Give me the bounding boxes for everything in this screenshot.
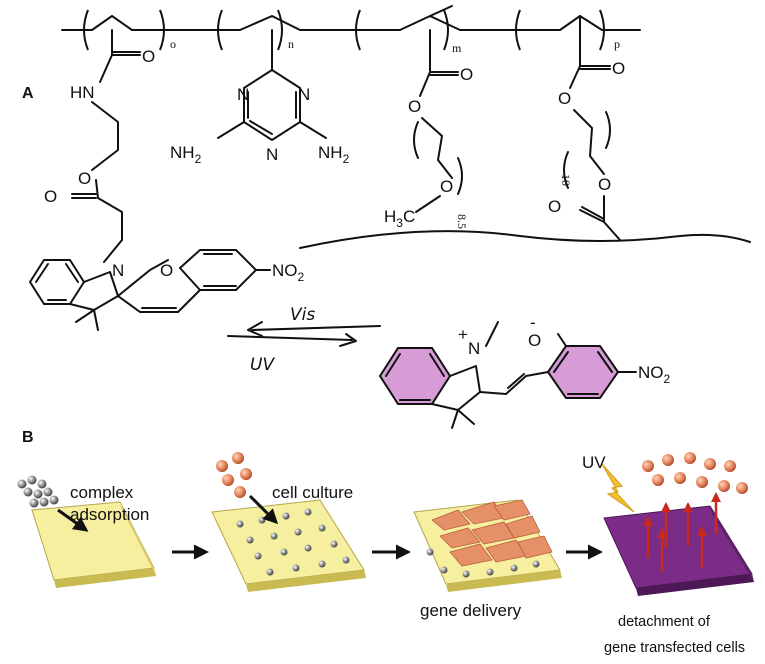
panel-a-structure: A o n m p O HN O O N O [22, 5, 751, 331]
step4-label-line1: detachment of [618, 614, 711, 630]
no2-group: NO2 [272, 261, 305, 284]
step-3-substrate: gene delivery [413, 499, 562, 620]
step3-label: gene delivery [420, 601, 522, 620]
subscript-n: n [288, 37, 294, 51]
peg-m-ester-o: O [408, 97, 421, 116]
lightning-icon [601, 463, 635, 513]
adsorbed-particles [236, 508, 350, 576]
released-cells [642, 452, 748, 494]
phenolate-o: O [528, 331, 541, 350]
carbonyl-oxygen: O [44, 187, 57, 206]
uv-arrow-line [227, 335, 353, 341]
repeat-brackets [83, 9, 605, 51]
peg-m-repeat: 8.5 [455, 214, 469, 229]
step1-label-line2: adsorption [70, 505, 149, 524]
propionyl-chain [95, 179, 123, 263]
pyran-o: O [160, 261, 173, 280]
step-1-substrate: complex adsorption [17, 475, 156, 588]
step2-label: cell culture [272, 483, 353, 502]
methyl-terminus: H3C [384, 207, 415, 230]
panel-b-process: B complex adsorption [17, 429, 754, 656]
photo-reaction: Vis UV [227, 305, 381, 375]
benzene-ring-right [546, 345, 620, 399]
spiropyran-closed: N O NO2 [29, 249, 305, 331]
adsorption-arrow [57, 508, 89, 532]
peg-p-unit: O O 10 O O [299, 15, 751, 249]
step4-label-line2: gene transfected cells [604, 640, 745, 656]
triazine-n2: N [298, 85, 310, 104]
peg-p-ether-o: O [598, 175, 611, 194]
panel-a-label: A [22, 85, 34, 102]
adhered-cells [431, 499, 553, 567]
complex-particles [17, 475, 59, 508]
amide-hn: HN [70, 83, 95, 102]
merocyanine-n: N [468, 339, 480, 358]
merocyanine-no2: NO2 [638, 363, 671, 386]
triazine-n3: N [266, 145, 278, 164]
amide-oxygen: O [142, 47, 155, 66]
peg-p-ester-o: O [558, 89, 571, 108]
plus-charge: + [458, 325, 468, 344]
culture-arrow [248, 494, 279, 525]
vis-label: Vis [290, 305, 315, 325]
uv-label: UV [250, 355, 275, 375]
ester-oxygen-1: O [78, 169, 91, 188]
amine-right: NH2 [318, 143, 350, 166]
subscript-m: m [452, 41, 462, 55]
step-4-substrate: UV detachment of gene transfected cells [582, 452, 754, 656]
peg-p-end-o: O [548, 197, 561, 216]
purple-surface [603, 505, 753, 589]
detaching-arrows [643, 492, 721, 572]
triazine-n1: N [237, 85, 249, 104]
peg-m-unit: O O O 8.5 H3C [384, 5, 473, 230]
polymer-backbone [61, 15, 641, 31]
amide-bonds [99, 29, 141, 83]
step-2-substrate: cell culture [211, 452, 366, 592]
ethyl-chain [91, 101, 119, 171]
cells-suspended [216, 452, 252, 498]
indoline-n: N [112, 261, 124, 280]
minus-charge: - [530, 313, 536, 332]
peg-p-repeat: 10 [559, 174, 573, 186]
melamine-unit: N N N NH2 NH2 [170, 29, 350, 166]
surface-line [299, 230, 751, 249]
vis-arrow-line [251, 325, 381, 331]
peg-p-carbonyl-o: O [612, 59, 625, 78]
panel-b-label: B [22, 429, 34, 446]
uv-label-b: UV [582, 453, 606, 472]
amine-left: NH2 [170, 143, 202, 166]
peg-m-carbonyl-o: O [460, 65, 473, 84]
peg-m-ether-o: O [440, 177, 453, 196]
benzene-ring-left [378, 347, 452, 405]
merocyanine-open: N + O - NO2 [378, 313, 671, 429]
step1-label-line1: complex [70, 483, 134, 502]
substrate-2-top [211, 499, 365, 585]
subscript-p: p [614, 37, 620, 51]
subscript-o: o [170, 37, 176, 51]
